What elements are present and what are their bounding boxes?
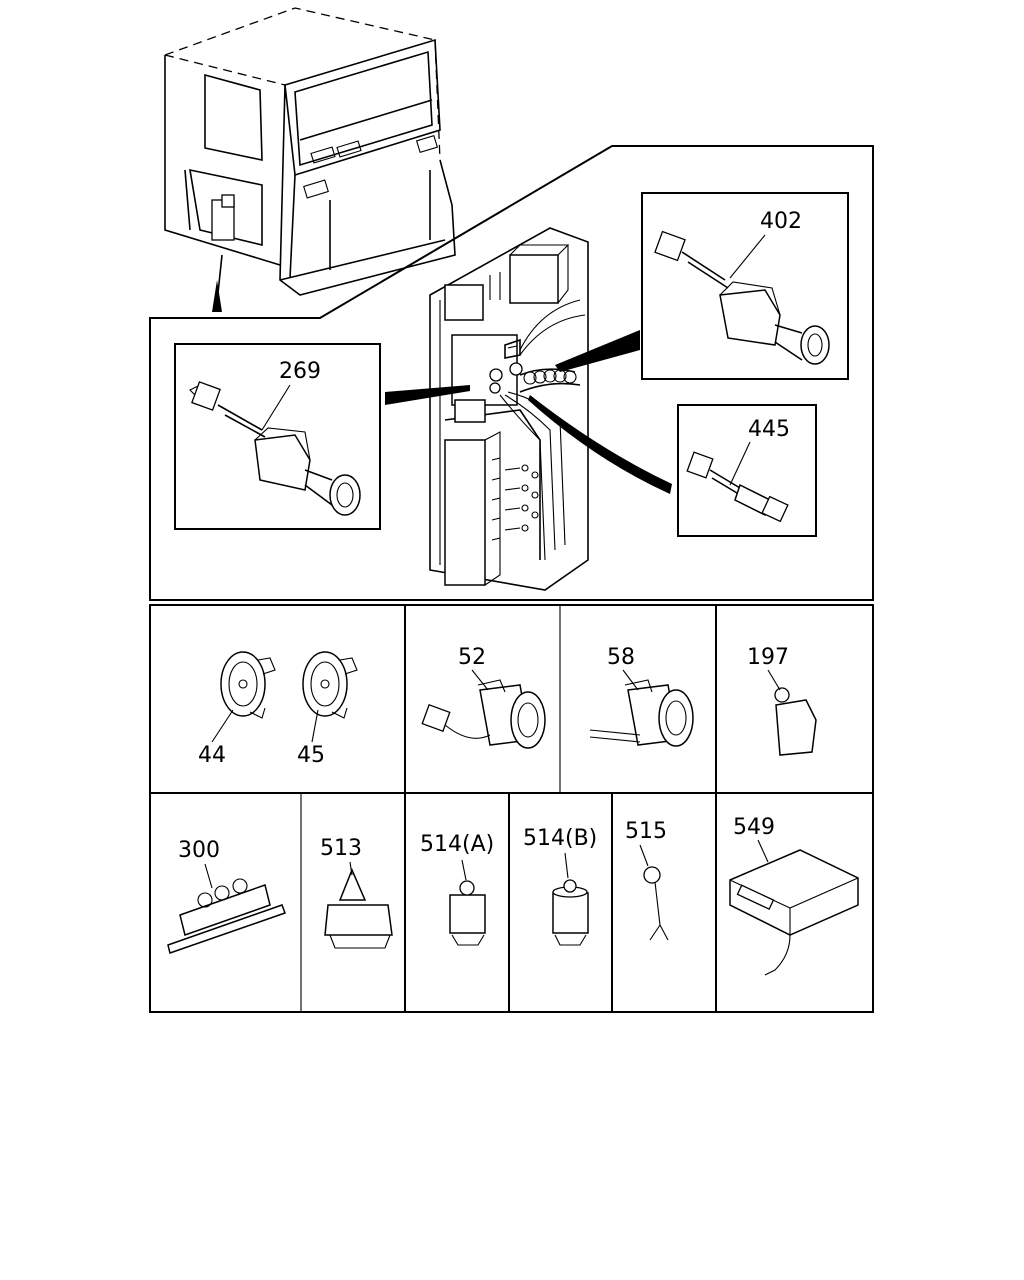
part-label-402: 402 [760, 209, 802, 234]
part-197-sensor-illustration [774, 687, 817, 756]
part-label-514a: 514(A) [420, 832, 494, 857]
part-44-horn-illustration [220, 651, 276, 719]
part-515-sensor-illustration [643, 866, 669, 941]
part-label-445: 445 [748, 417, 790, 442]
part-label-44: 44 [198, 743, 226, 768]
part-label-514b: 514(B) [523, 826, 597, 851]
part-269-cylinder-illustration [189, 381, 361, 516]
part-45-horn-illustration [302, 651, 358, 719]
part-label-58: 58 [607, 645, 635, 670]
part-549-control-unit-illustration [729, 849, 859, 976]
detail-frame [149, 145, 874, 601]
part-402-box [641, 192, 849, 380]
part-514b-solenoid-illustration [552, 879, 589, 946]
part-label-52: 52 [458, 645, 486, 670]
part-514a-solenoid-illustration [449, 880, 486, 946]
part-445-switch-illustration [686, 451, 789, 523]
part-513-valve-illustration [324, 868, 393, 949]
part-58-buzzer-illustration [589, 679, 694, 747]
part-label-513: 513 [320, 836, 362, 861]
vehicle-cab-illustration [164, 7, 456, 313]
part-label-45: 45 [297, 743, 325, 768]
relay-panel-illustration [385, 227, 672, 591]
part-445-box [677, 404, 817, 537]
part-269-box [174, 343, 381, 530]
part-label-197: 197 [747, 645, 789, 670]
part-300-terminal-block-illustration [167, 878, 286, 954]
part-label-300: 300 [178, 838, 220, 863]
part-label-549: 549 [733, 815, 775, 840]
parts-grid [149, 604, 874, 1013]
part-label-269: 269 [279, 359, 321, 384]
part-label-515: 515 [625, 819, 667, 844]
part-402-cylinder-illustration [654, 230, 830, 365]
part-52-buzzer-illustration [421, 679, 546, 749]
